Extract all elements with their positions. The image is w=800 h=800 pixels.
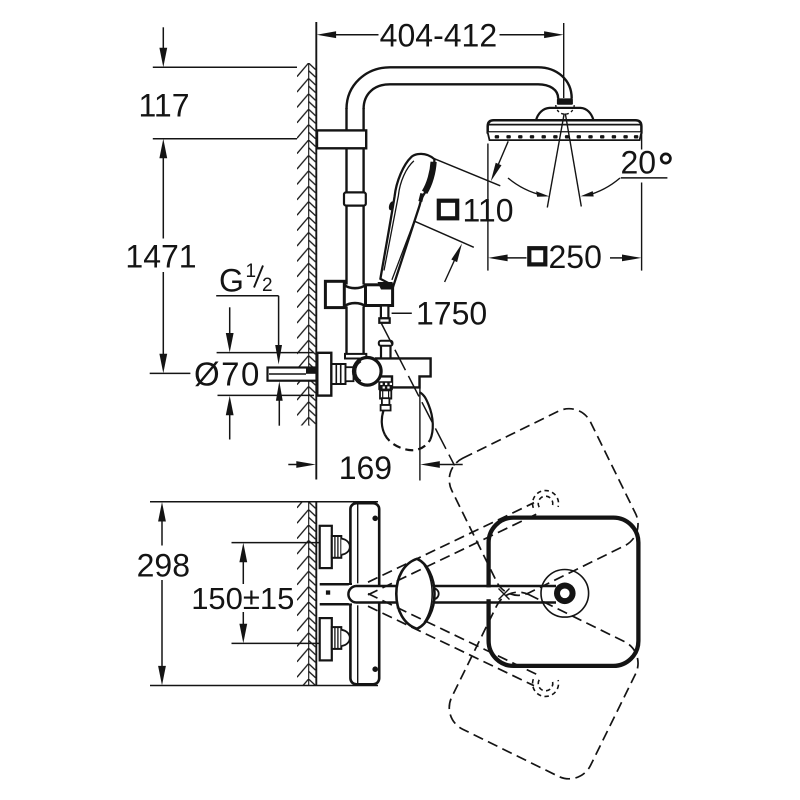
svg-text:Ø70: Ø70 bbox=[194, 356, 261, 393]
svg-text:G: G bbox=[219, 263, 244, 299]
svg-text:298: 298 bbox=[137, 547, 190, 583]
svg-text:169: 169 bbox=[339, 450, 392, 486]
svg-text:1750: 1750 bbox=[416, 296, 487, 332]
svg-text:404-412: 404-412 bbox=[380, 18, 497, 54]
svg-text:250: 250 bbox=[549, 239, 602, 275]
svg-text:1471: 1471 bbox=[125, 239, 196, 275]
svg-text:117: 117 bbox=[138, 88, 189, 124]
svg-text:2: 2 bbox=[262, 275, 273, 296]
svg-text:20: 20 bbox=[621, 145, 657, 181]
svg-text:1: 1 bbox=[246, 261, 257, 282]
svg-text:150±15: 150±15 bbox=[191, 581, 294, 616]
